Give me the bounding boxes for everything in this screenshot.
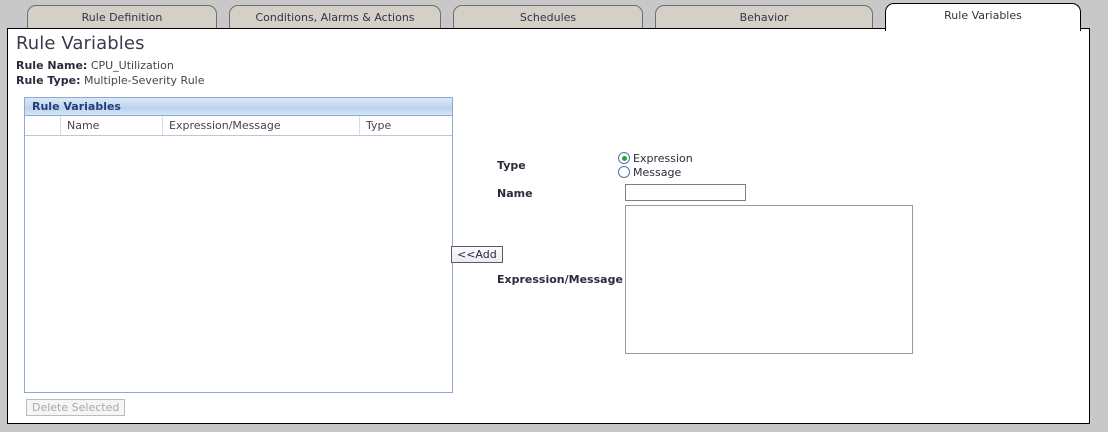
active-tab-notch — [886, 28, 1080, 31]
window-frame-right — [1090, 0, 1108, 432]
expression-message-textarea[interactable] — [625, 205, 913, 354]
radio-selected-icon — [618, 152, 630, 164]
tab-strip: Rule Definition Conditions, Alarms & Act… — [0, 0, 1090, 31]
name-label: Name — [497, 187, 533, 200]
rule-type-value: Multiple-Severity Rule — [83, 74, 205, 87]
grid-column-expression-message[interactable]: Expression/Message — [163, 116, 360, 135]
expression-message-label: Expression/Message — [497, 273, 623, 286]
grid-caption: Rule Variables — [25, 98, 452, 116]
add-button[interactable]: <<Add — [451, 246, 503, 263]
delete-selected-button[interactable]: Delete Selected — [26, 399, 126, 416]
grid-header-row: Name Expression/Message Type — [25, 116, 452, 136]
radio-type-expression[interactable]: Expression — [618, 152, 693, 165]
window-frame-bottom — [0, 424, 1108, 432]
rule-name-label: Rule Name: — [16, 59, 88, 72]
rule-name-row: Rule Name: CPU_Utilization — [16, 59, 174, 72]
radio-unselected-icon — [618, 166, 630, 178]
grid-column-select[interactable] — [25, 116, 61, 135]
radio-type-message-label: Message — [633, 166, 682, 179]
grid-column-name[interactable]: Name — [61, 116, 163, 135]
tab-rule-variables[interactable]: Rule Variables — [885, 3, 1081, 31]
rule-type-label: Rule Type: — [16, 74, 81, 87]
grid-body[interactable] — [25, 136, 452, 391]
rule-type-row: Rule Type: Multiple-Severity Rule — [16, 74, 205, 87]
tab-schedules[interactable]: Schedules — [453, 5, 643, 30]
tab-behavior[interactable]: Behavior — [655, 5, 873, 30]
radio-type-message[interactable]: Message — [618, 166, 681, 179]
content-panel: Rule Variables Rule Name: CPU_Utilizatio… — [7, 28, 1090, 424]
tab-rule-definition[interactable]: Rule Definition — [27, 5, 217, 30]
rule-name-value: CPU_Utilization — [90, 59, 174, 72]
type-label: Type — [497, 159, 526, 172]
rule-variables-grid: Rule Variables Name Expression/Message T… — [24, 97, 453, 393]
tab-conditions-alarms-actions[interactable]: Conditions, Alarms & Actions — [229, 5, 441, 30]
name-input[interactable] — [625, 184, 746, 201]
window-frame-left — [0, 28, 7, 424]
grid-column-type[interactable]: Type — [366, 119, 392, 132]
page-title: Rule Variables — [16, 33, 145, 54]
radio-type-expression-label: Expression — [633, 152, 693, 165]
